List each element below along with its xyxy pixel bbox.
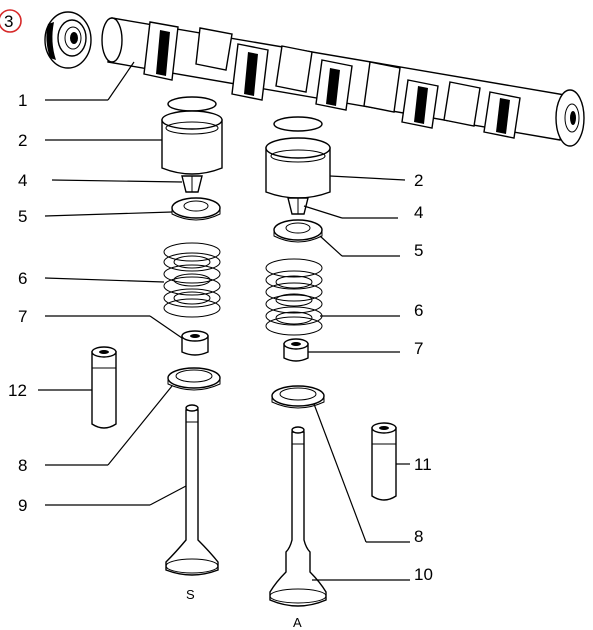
callout-8-right: 8 bbox=[414, 527, 423, 546]
camshaft-part-1[interactable] bbox=[101, 17, 585, 147]
intake-valve-part-9[interactable] bbox=[165, 404, 219, 576]
valve-stem-seal-left-part-7[interactable] bbox=[181, 330, 209, 356]
callout-10: 10 bbox=[414, 565, 433, 584]
callout-1: 1 bbox=[18, 91, 27, 110]
callout-11: 11 bbox=[414, 455, 432, 474]
callout-highlight-ring bbox=[0, 9, 22, 33]
callout-12: 12 bbox=[8, 381, 27, 400]
callout-5-left: 5 bbox=[18, 207, 27, 226]
callout-3: 3 bbox=[4, 12, 13, 31]
valve-collet-left-part-4[interactable] bbox=[181, 175, 203, 193]
valve-label-a: A bbox=[293, 615, 302, 630]
spring-cap-right-part-5[interactable] bbox=[273, 219, 323, 243]
callout-2-right: 2 bbox=[414, 171, 423, 190]
valve-spring-right-part-6[interactable] bbox=[265, 258, 323, 336]
callout-2-left: 2 bbox=[18, 131, 27, 150]
seal-ring-part-3[interactable] bbox=[44, 11, 92, 69]
spring-cap-left-part-5[interactable] bbox=[171, 197, 221, 221]
callout-7-right: 7 bbox=[414, 339, 423, 358]
callout-9: 9 bbox=[18, 496, 27, 515]
valve-stem-seal-right-part-7[interactable] bbox=[283, 338, 309, 362]
valve-collet-right-part-4[interactable] bbox=[287, 197, 309, 215]
callout-8-left: 8 bbox=[18, 456, 27, 475]
tappet-left-part-2[interactable] bbox=[161, 96, 223, 175]
valve-label-s: S bbox=[186, 587, 195, 602]
tappet-right-part-2[interactable] bbox=[265, 116, 331, 199]
callout-7-left: 7 bbox=[18, 307, 27, 326]
callout-4-right: 4 bbox=[414, 203, 423, 222]
callout-5-right: 5 bbox=[414, 241, 423, 260]
spring-seat-right-part-8[interactable] bbox=[271, 385, 325, 409]
leader-lines bbox=[38, 61, 410, 581]
valve-guide-right-part-11[interactable] bbox=[371, 422, 397, 501]
callout-6-right: 6 bbox=[414, 301, 423, 320]
callout-4-left: 4 bbox=[18, 171, 27, 190]
valve-guide-left-part-12[interactable] bbox=[91, 346, 117, 429]
callout-6-left: 6 bbox=[18, 269, 27, 288]
spring-seat-left-part-8[interactable] bbox=[167, 367, 221, 391]
valve-spring-left-part-6[interactable] bbox=[163, 242, 221, 318]
exhaust-valve-part-10[interactable] bbox=[269, 426, 327, 607]
